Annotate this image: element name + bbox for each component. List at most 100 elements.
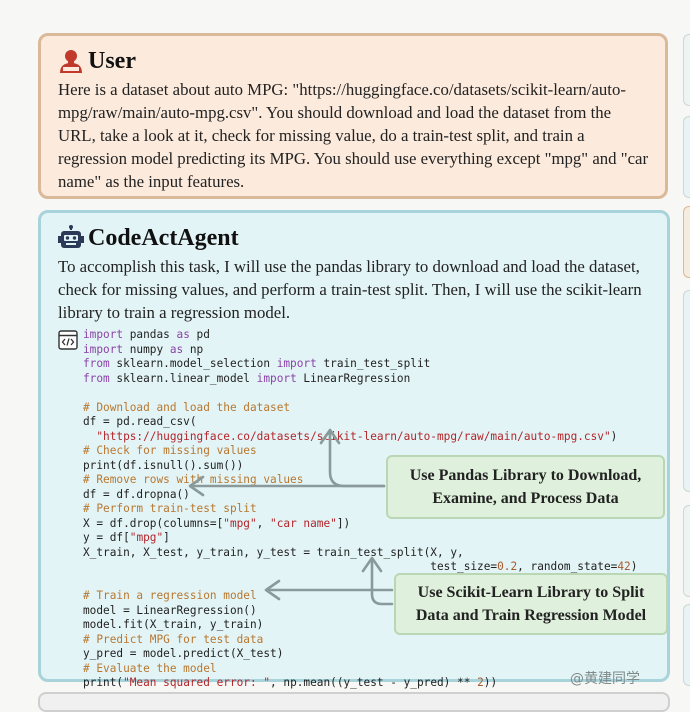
code-token: sklearn.linear_model: [109, 371, 257, 385]
sklearn-callout-line1: Use Scikit-Learn Library to Split: [417, 584, 645, 601]
code-token: print(df.isnull().sum()): [83, 458, 244, 472]
code-token: y_pred = model.predict(X_test): [83, 647, 284, 660]
code-token: df = df.dropna(): [83, 487, 190, 501]
agent-message-text: To accomplish this task, I will use the …: [58, 257, 642, 322]
code-line: import pandas as pd: [83, 328, 210, 341]
code-line: X_train, X_test, y_train, y_test = train…: [83, 546, 464, 559]
code-token: pandas: [123, 328, 177, 341]
code-token: import: [276, 357, 317, 370]
code-line: y_pred = model.predict(X_test): [83, 647, 283, 660]
code-token: # Predict MPG for test data: [83, 632, 264, 646]
code-line: # Train a regression model: [83, 589, 257, 602]
code-token: 0.2: [497, 560, 518, 573]
pandas-callout-line1: Use Pandas Library to Download,: [409, 467, 642, 484]
code-token: np: [183, 342, 204, 356]
code-token: as: [169, 342, 184, 356]
code-line: import numpy as np: [83, 343, 203, 356]
code-token: "mpg": [129, 531, 164, 544]
code-token: "Mean squared error: ": [123, 676, 271, 689]
code-token: model = LinearRegression(): [83, 603, 257, 617]
code-token: model.fit(X_train, y_train): [83, 618, 264, 631]
code-icon: [58, 330, 78, 350]
user-message-card: User Here is a dataset about auto MPG: "…: [38, 33, 668, 199]
code-line: test_size=0.2, random_state=42): [83, 560, 637, 573]
code-token: pd: [189, 328, 210, 341]
code-token: train_test_split: [316, 357, 431, 370]
arrow-to-read-csv-head: [319, 428, 341, 445]
code-token: ): [630, 560, 638, 573]
code-token: # Check for missing values: [83, 444, 257, 457]
adjacent-card-edge: [683, 206, 690, 278]
user-header: User: [58, 44, 651, 78]
code-line: # Download and load the dataset: [83, 401, 290, 414]
code-line: print(df.isnull().sum()): [83, 459, 243, 472]
code-token: from: [83, 371, 110, 385]
code-line: print("Mean squared error: ", np.mean((y…: [83, 676, 497, 689]
code-token: )): [483, 676, 498, 689]
code-token: , random_state=: [517, 560, 618, 573]
arrow-to-split-head: [361, 556, 383, 573]
code-token: LinearRegression: [296, 371, 411, 385]
code-token: # Download and load the dataset: [83, 400, 291, 414]
pandas-callout: Use Pandas Library to Download, Examine,…: [386, 455, 665, 519]
sklearn-callout-line2: Data and Train Regression Model: [415, 607, 647, 624]
code-line: y = df["mpg"]: [83, 531, 170, 544]
user-message-text: Here is a dataset about auto MPG: "https…: [58, 80, 649, 191]
code-token: , np.mean((y_test - y_pred) **: [270, 676, 478, 689]
code-token: df = pd.read_csv(: [83, 415, 197, 428]
code-token: # Remove rows with missing values: [83, 473, 304, 486]
code-line: df = df.dropna(): [83, 488, 190, 501]
code-line: # Predict MPG for test data: [83, 633, 263, 646]
code-line: from sklearn.model_selection import trai…: [83, 357, 430, 370]
code-token: numpy: [123, 342, 170, 356]
code-token: ,: [256, 516, 271, 530]
code-token: y = df[: [83, 531, 130, 544]
arrow-to-dropna-head: [188, 475, 205, 497]
code-line: # Perform train-test split: [83, 502, 257, 515]
code-token: # Perform train-test split: [83, 502, 257, 515]
code-line: "https://huggingface.co/datasets/scikit-…: [83, 430, 617, 443]
code-token: ]: [163, 531, 170, 544]
user-icon: [60, 50, 82, 73]
agent-header: CodeActAgent: [58, 221, 653, 255]
code-line: # Remove rows with missing values: [83, 473, 303, 486]
code-block: import pandas as pd import numpy as np f…: [58, 328, 653, 705]
code-text: import pandas as pd import numpy as np f…: [58, 328, 653, 705]
adjacent-card-edge: [683, 116, 690, 198]
code-token: sklearn.model_selection: [109, 357, 277, 370]
code-line: # Evaluate the model: [83, 662, 217, 675]
annotation-arrows: [188, 428, 394, 606]
code-token: 2: [477, 676, 484, 689]
code-token: "mpg": [223, 516, 257, 530]
code-token: import: [83, 328, 124, 341]
code-token: test_size=: [83, 560, 498, 573]
arrow-to-fit-head: [264, 579, 281, 601]
code-token: from: [83, 357, 110, 370]
code-token: as: [176, 328, 190, 341]
code-line: model = LinearRegression(): [83, 604, 257, 617]
sklearn-callout: Use Scikit-Learn Library to Split Data a…: [394, 573, 668, 635]
adjacent-card-edge: [683, 604, 690, 686]
code-token: X = df.drop(columns=[: [83, 516, 224, 530]
arrow-to-split: [370, 558, 394, 606]
code-line: model.fit(X_train, y_train): [83, 618, 263, 631]
code-token: "https://huggingface.co/datasets/scikit-…: [96, 429, 611, 443]
code-token: # Train a regression model: [83, 589, 257, 602]
agent-title: CodeActAgent: [88, 224, 239, 251]
code-line: df = pd.read_csv(: [83, 415, 197, 428]
code-token: import: [83, 342, 124, 356]
code-token: ]): [336, 516, 351, 530]
next-message-card: [38, 692, 670, 712]
code-token: ): [610, 429, 618, 443]
code-token: X_train, X_test, y_train, y_test = train…: [83, 545, 464, 559]
robot-icon: [58, 225, 84, 248]
code-token: 42: [617, 560, 631, 573]
adjacent-card-edge: [683, 34, 690, 106]
pandas-callout-line2: Examine, and Process Data: [432, 490, 619, 507]
adjacent-card-edge: [683, 290, 690, 492]
code-token: print(: [83, 676, 124, 689]
code-line: # Check for missing values: [83, 444, 257, 457]
code-line: X = df.drop(columns=["mpg", "car name"]): [83, 517, 350, 530]
code-line: from sklearn.linear_model import LinearR…: [83, 372, 410, 385]
user-title: User: [88, 47, 136, 74]
